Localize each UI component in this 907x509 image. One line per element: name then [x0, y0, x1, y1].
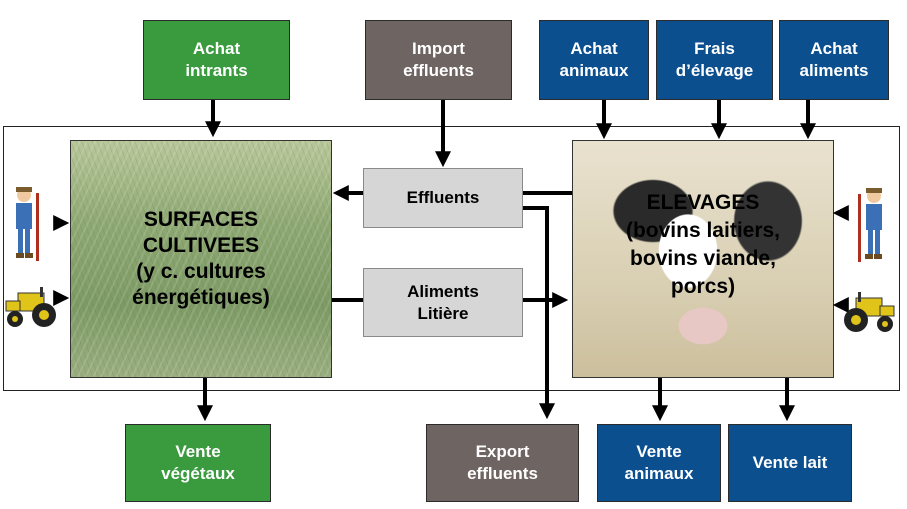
aliments-litiere-label: Aliments Litière	[407, 281, 479, 323]
frais-elevage-box: Frais d’élevage	[656, 20, 773, 100]
vente-vegetaux-label: Vente végétaux	[161, 442, 235, 483]
surfaces-line2: CULTIVEES	[142, 234, 260, 257]
vente-animaux-label: Vente animaux	[624, 442, 694, 483]
elevages-line1: ELEVAGES	[646, 191, 760, 214]
elevages-line2: (bovins laitiers,	[625, 219, 781, 242]
elevages-panel: ELEVAGES (bovins laitiers, bovins viande…	[572, 140, 834, 378]
farmer-icon	[858, 188, 882, 262]
tractor-icon	[5, 287, 56, 327]
vente-animaux-box: Vente animaux	[597, 424, 721, 502]
farmer-icon	[16, 187, 39, 261]
vente-vegetaux-box: Vente végétaux	[125, 424, 271, 502]
frais-elevage-label: Frais d’élevage	[675, 39, 754, 80]
vente-lait-box: Vente lait	[728, 424, 852, 502]
achat-animaux-box: Achat animaux	[539, 20, 649, 100]
import-effluents-box: Import effluents	[365, 20, 512, 100]
vente-lait-label: Vente lait	[752, 453, 828, 472]
surfaces-line3: (y c. cultures	[136, 260, 266, 283]
surfaces-line1: SURFACES	[143, 208, 259, 231]
tractor-icon	[844, 292, 895, 332]
effluents-label: Effluents	[406, 188, 480, 207]
effluents-box: Effluents	[363, 168, 523, 228]
achat-aliments-box: Achat aliments	[779, 20, 889, 100]
elevages-line3: bovins viande,	[630, 247, 776, 270]
achat-animaux-label: Achat animaux	[559, 39, 629, 80]
aliments-litiere-box: Aliments Litière	[363, 268, 523, 337]
achat-intrants-box: Achat intrants	[143, 20, 290, 100]
elevages-line4: porcs)	[670, 275, 736, 298]
export-effluents-label: Export effluents	[467, 442, 538, 483]
achat-aliments-label: Achat aliments	[799, 39, 869, 80]
surfaces-line4: énergétiques)	[132, 286, 270, 309]
import-effluents-label: Import effluents	[403, 39, 474, 80]
achat-intrants-label: Achat intrants	[185, 39, 248, 80]
surfaces-cultivees-panel: SURFACES CULTIVEES (y c. cultures énergé…	[70, 140, 332, 378]
export-effluents-box: Export effluents	[426, 424, 579, 502]
system-boundary-frame	[3, 126, 900, 391]
